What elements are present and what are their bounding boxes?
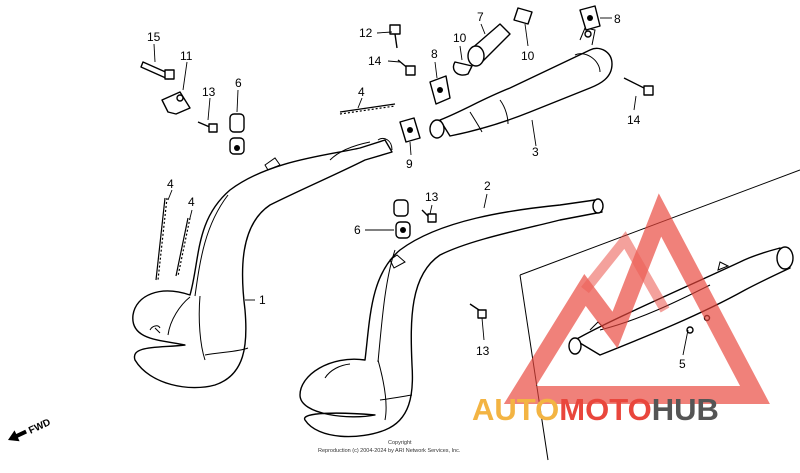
bolt-13c <box>469 303 487 319</box>
callout-13a: 13 <box>202 85 216 99</box>
callout-10b: 10 <box>521 49 535 63</box>
wordmark-hub: HUB <box>651 392 719 427</box>
automotohub-wordmark: AUTOMOTOHUB <box>472 390 794 430</box>
clamp-8a <box>429 75 451 105</box>
expansion-chamber-1 <box>132 137 393 389</box>
callout-8a: 8 <box>431 47 438 61</box>
callout-4b: 4 <box>188 195 195 209</box>
fwd-label: FWD <box>27 417 52 437</box>
bolt-14a <box>397 59 416 76</box>
callout-14b: 14 <box>627 113 641 127</box>
callout-9: 9 <box>406 157 413 171</box>
fwd-indicator: FWD <box>8 417 52 442</box>
callout-14a: 14 <box>368 54 382 68</box>
callout-1: 1 <box>259 293 266 307</box>
joint-7 <box>467 23 511 67</box>
leader-lines <box>153 17 689 356</box>
clamp-8b <box>579 5 601 31</box>
callout-11: 11 <box>180 49 193 63</box>
callout-4c: 4 <box>358 85 365 99</box>
logo-triangle-icon <box>503 193 770 404</box>
callout-5: 5 <box>679 357 686 371</box>
bolt-13a <box>197 121 218 133</box>
copyright-line1: Copyright <box>388 440 412 446</box>
bracket-11 <box>161 91 191 115</box>
spring-4b <box>175 217 191 277</box>
silencer-3 <box>429 27 613 139</box>
callout-13b: 13 <box>425 190 439 204</box>
callout-3: 3 <box>532 145 539 159</box>
bolt-13b <box>421 209 437 223</box>
copyright-line2: Reproduction (c) 2004-2024 by ARI Networ… <box>318 448 461 454</box>
damper-6a <box>229 113 245 155</box>
fwd-arrow-icon <box>8 429 27 442</box>
callout-4a: 4 <box>167 177 174 191</box>
callout-2: 2 <box>484 179 491 193</box>
clamp-10a <box>452 61 473 76</box>
damper-6b <box>393 199 411 239</box>
bolt-14b <box>623 77 654 96</box>
callout-6b: 6 <box>354 223 361 237</box>
expansion-chamber-2 <box>299 198 604 438</box>
spring-4a <box>155 197 168 281</box>
bolt-15 <box>140 61 175 80</box>
clamp-10b <box>513 7 533 25</box>
wordmark-moto: MOTO <box>559 392 652 427</box>
wordmark-auto: AUTO <box>472 392 560 427</box>
clamp-9 <box>399 117 421 143</box>
bolt-12 <box>389 24 401 49</box>
callout-labels: 15 11 13 6 4 4 4 12 14 8 10 7 10 8 9 14 … <box>147 10 686 371</box>
automotohub-logo <box>503 193 770 404</box>
callout-6a: 6 <box>235 76 242 90</box>
callout-7: 7 <box>477 10 484 24</box>
callout-15: 15 <box>147 30 161 44</box>
callout-12: 12 <box>359 26 373 40</box>
callout-10a: 10 <box>453 31 467 45</box>
callout-8b: 8 <box>614 12 621 26</box>
spring-4c <box>339 103 396 115</box>
callout-13c: 13 <box>476 344 490 358</box>
